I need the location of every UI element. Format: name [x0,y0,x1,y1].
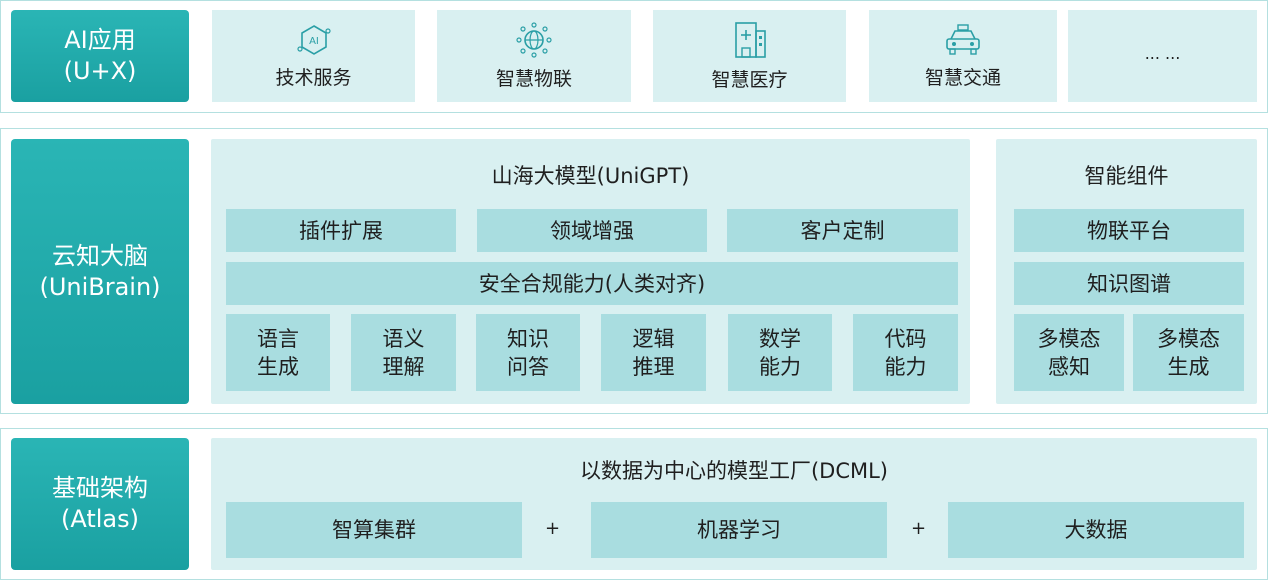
app-card-label: 技术服务 [275,66,352,89]
plus-sign: + [545,518,561,539]
app-card-label: 智慧交通 [924,66,1001,89]
ability-line2: 理解 [382,354,425,379]
ability-line2: 能力 [759,354,801,379]
app-card-smart-iot: 智慧物联 [437,10,631,102]
more-ellipsis: ... ... [1144,44,1181,63]
hospital-icon [732,21,768,65]
infra-layer-title: 基础架构 [52,474,148,502]
ability-knowledge-qa: 知识 问答 [476,314,580,391]
brain-layer-subtitle: (UniBrain) [39,272,161,301]
model-title: 山海大模型(UniGPT) [491,164,690,188]
multimodal-line1: 多模态 [1037,326,1101,351]
plugin-extension-box: 插件扩展 [226,209,456,252]
iot-platform-box: 物联平台 [1014,209,1244,252]
knowledge-graph-box: 知识图谱 [1014,262,1244,305]
app-layer-subtitle: (U+X) [63,57,137,85]
infra-layer-label: 基础架构 (Atlas) [11,438,189,570]
car-icon [943,23,983,63]
app-card-tech-service: AI 技术服务 [212,10,415,102]
ability-line1: 逻辑 [632,326,675,351]
brain-layer-label: 云知大脑 (UniBrain) [11,139,189,404]
ability-line2: 推理 [632,354,675,379]
ability-logic-reasoning: 逻辑 推理 [601,314,706,391]
big-data-box: 大数据 [948,502,1244,558]
brain-layer-title: 云知大脑 [52,241,148,270]
dcml-title: 以数据为中心的模型工厂(DCML) [579,459,889,483]
plus-sign: + [911,518,927,539]
app-layer-title: AI应用 [64,26,136,54]
customer-custom-box: 客户定制 [727,209,958,252]
ability-line1: 代码 [884,326,927,351]
infra-layer-subtitle: (Atlas) [60,505,139,533]
multimodal-perception-box: 多模态 感知 [1014,314,1124,391]
multimodal-line2: 生成 [1167,354,1210,379]
app-card-smart-medical: 智慧医疗 [653,10,846,102]
ability-language-generation: 语言 生成 [226,314,330,391]
ability-math: 数学 能力 [728,314,832,391]
ability-line2: 问答 [507,354,549,379]
app-card-more: ... ... [1068,10,1257,102]
ability-line2: 生成 [257,354,299,379]
multimodal-line1: 多模态 [1157,326,1220,351]
multimodal-generation-box: 多模态 生成 [1133,314,1244,391]
machine-learning-box: 机器学习 [591,502,887,558]
ability-line1: 语义 [382,326,425,351]
ability-line1: 语言 [257,326,299,351]
ability-line1: 知识 [507,326,549,351]
ability-code: 代码 能力 [853,314,958,391]
app-layer-label: AI应用 (U+X) [11,10,189,102]
ability-line2: 能力 [884,354,927,379]
multimodal-line2: 感知 [1048,354,1090,379]
svg-text:AI: AI [309,36,319,47]
ability-line1: 数学 [759,326,801,351]
app-card-label: 智慧物联 [495,67,572,90]
network-globe-icon [516,21,552,64]
components-title: 智能组件 [1084,164,1169,188]
app-card-label: 智慧医疗 [711,68,788,91]
domain-enhance-box: 领域增强 [477,209,707,252]
compute-cluster-box: 智算集群 [226,502,522,558]
ai-chip-icon: AI [296,23,331,63]
safety-compliance-box: 安全合规能力(人类对齐) [226,262,958,305]
ability-semantic-understanding: 语义 理解 [351,314,456,391]
app-card-smart-transport: 智慧交通 [869,10,1057,102]
